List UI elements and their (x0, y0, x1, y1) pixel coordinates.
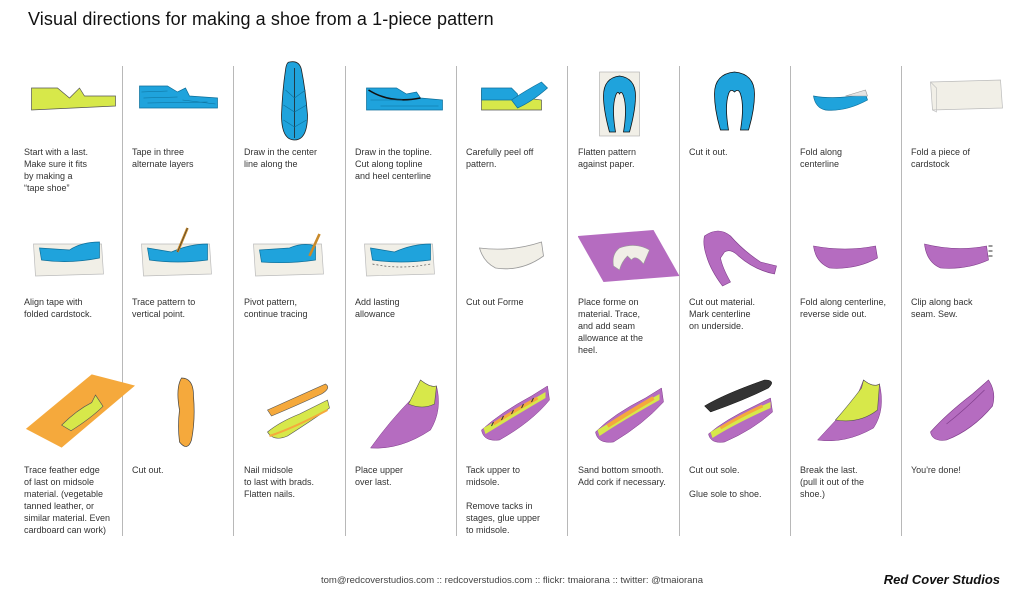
column-divider (233, 66, 234, 536)
step-caption: Carefully peel off pattern. (466, 147, 534, 169)
taped-last-icon (139, 85, 218, 109)
step-caption: Nail midsole to last with brads. Flatten… (244, 465, 315, 499)
step-caption: Draw in the topline. Cut along topline a… (355, 147, 433, 181)
column-divider (122, 66, 123, 536)
folded-material-icon (813, 245, 878, 269)
midsole-trace-icon (25, 374, 135, 448)
column-divider (567, 66, 568, 536)
lasting-allowance-icon (364, 243, 435, 277)
step-caption: Break the last. (pull it out of the shoe… (800, 465, 865, 499)
step-caption: Fold a piece of cardstock (911, 147, 971, 169)
pivot-pattern-icon (253, 233, 324, 277)
column-divider (345, 66, 346, 536)
nailed-midsole-icon (267, 383, 330, 439)
aligned-tape-icon (33, 241, 104, 277)
step-caption: Start with a last. Make sure it fits by … (24, 147, 89, 193)
trace-pattern-icon (141, 227, 212, 277)
step-caption: Flatten pattern against paper. (578, 147, 637, 169)
folded-pattern-icon (813, 89, 868, 111)
step-caption: Tack upper to midsole. Remove tacks in s… (466, 465, 541, 535)
cut-material-icon (703, 230, 777, 287)
step-caption: You're done! (911, 465, 961, 475)
step-caption: Cut out sole. Glue sole to shoe. (689, 465, 762, 499)
sole-icon (704, 379, 773, 443)
topline-last-icon (366, 87, 443, 111)
break-last-icon (817, 379, 882, 441)
step-caption: Clip along back seam. Sew. (911, 297, 973, 319)
step-caption: Cut out Forme (466, 297, 524, 307)
last-icon (31, 87, 116, 111)
step-caption: Fold along centerline (800, 147, 843, 169)
step-caption: Draw in the center line along the (244, 147, 318, 169)
step-caption: Fold along centerline, reverse side out. (800, 297, 887, 319)
column-divider (679, 66, 680, 536)
step-caption: Trace pattern to vertical point. (132, 297, 196, 319)
midsole-icon (177, 377, 195, 447)
tacked-upper-icon (481, 385, 550, 441)
peel-pattern-icon (481, 81, 549, 111)
cardstock-icon (930, 79, 1003, 113)
column-divider (901, 66, 902, 536)
step-caption: Add lasting allowance (355, 297, 400, 319)
forme-on-material-icon (578, 230, 680, 282)
step-caption: Place upper over last. (355, 465, 404, 487)
cork-icon (595, 387, 664, 443)
cut-pattern-icon (714, 71, 755, 131)
sewn-seam-icon (924, 243, 993, 269)
step-caption: Tape in three alternate layers (132, 147, 194, 169)
centerline-last-icon (281, 61, 308, 141)
upper-on-last-icon (370, 379, 439, 449)
step-caption: Trace feather edge of last on midsole ma… (24, 465, 111, 535)
contact-footer: tom@redcoverstudios.com :: redcoverstudi… (321, 575, 703, 586)
step-caption: Sand bottom smooth. Add cork if necessar… (578, 465, 666, 487)
column-divider (790, 66, 791, 536)
flattened-pattern-icon (599, 71, 640, 137)
forme-icon (478, 241, 544, 270)
step-caption: Cut out. (132, 465, 164, 475)
brand-logo: Red Cover Studios (883, 572, 1000, 587)
finished-shoe-icon (930, 379, 995, 441)
column-divider (456, 66, 457, 536)
page-title: Visual directions for making a shoe from… (28, 9, 494, 29)
step-caption: Pivot pattern, continue tracing (244, 297, 308, 319)
step-caption: Cut out material. Mark centerline on und… (689, 297, 756, 331)
step-caption: Align tape with folded cardstock. (24, 297, 93, 319)
step-caption: Cut it out. (689, 147, 728, 157)
step-caption: Place forme on material. Trace, and add … (578, 297, 644, 355)
